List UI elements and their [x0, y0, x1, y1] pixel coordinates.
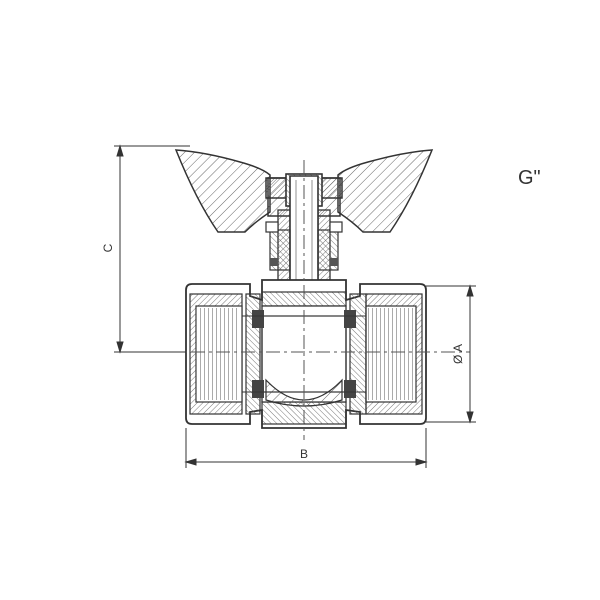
- thread-type-label: G": [518, 167, 541, 189]
- dimension-c-label: C: [101, 243, 115, 252]
- dimension-c: [114, 144, 190, 354]
- valve-body: [185, 279, 427, 429]
- dimension-b-label: B: [300, 447, 308, 461]
- dimension-diameter-a-label: Ø A: [451, 344, 465, 364]
- dimension-diameter-a: [426, 284, 476, 424]
- dimension-b: [184, 428, 428, 468]
